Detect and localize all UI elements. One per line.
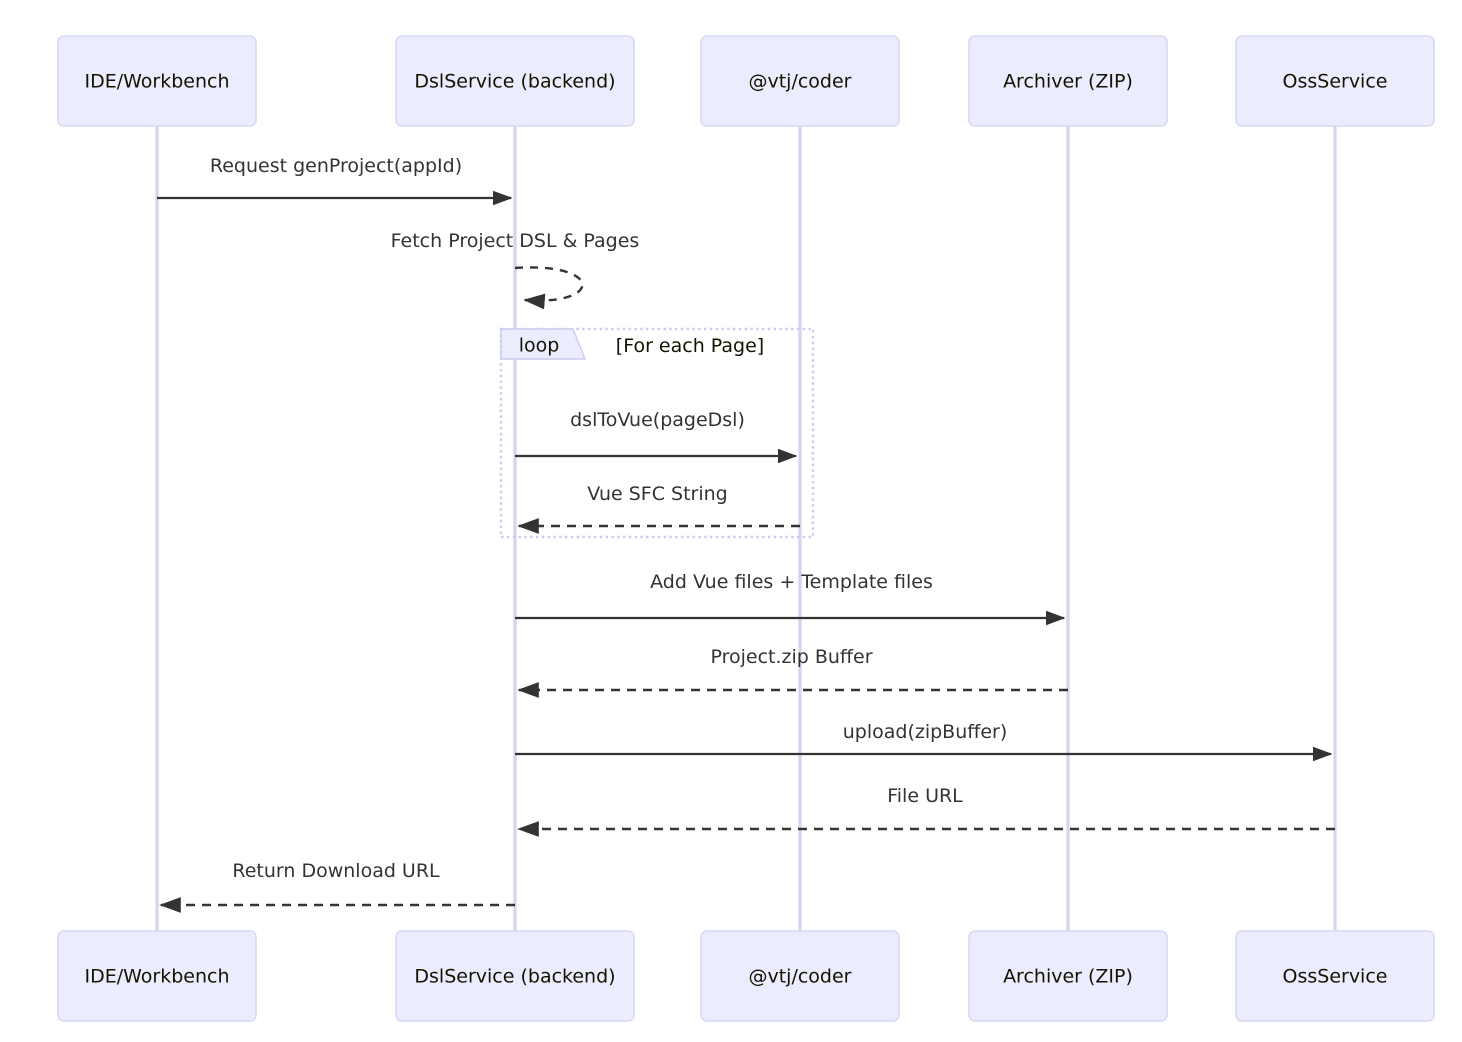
fragment-loop: loop [For each Page] xyxy=(499,327,815,539)
participant-box xyxy=(700,35,900,127)
participant-box xyxy=(395,35,635,127)
message-label: Vue SFC String xyxy=(587,483,727,505)
participant-oss-top[interactable]: OssService xyxy=(1235,35,1435,127)
message-label: Project.zip Buffer xyxy=(710,646,872,668)
lifelines-group xyxy=(155,126,1337,931)
participant-label: DslService (backend) xyxy=(414,966,615,988)
participant-archiver-bottom[interactable]: Archiver (ZIP) xyxy=(968,930,1168,1022)
actors-top-group: IDE/Workbench DslService (backend) @vtj/co… xyxy=(57,35,1435,127)
participant-coder-top[interactable]: @vtj/coder xyxy=(700,35,900,127)
participant-ide-top[interactable]: IDE/Workbench xyxy=(57,35,257,127)
participant-label: OssService xyxy=(1283,71,1388,93)
fragment-border xyxy=(499,327,815,539)
participant-coder-bottom[interactable]: @vtj/coder xyxy=(700,930,900,1022)
message-m1: Request genProject(appId) xyxy=(157,155,513,206)
fragments-group: loop [For each Page] xyxy=(499,327,815,539)
participant-box xyxy=(700,930,900,1022)
participant-label: Archiver (ZIP) xyxy=(1003,71,1133,93)
participant-archiver-top[interactable]: Archiver (ZIP) xyxy=(968,35,1168,127)
fragment-tag-shape xyxy=(500,328,587,360)
participant-box xyxy=(1235,930,1435,1022)
participant-label: DslService (backend) xyxy=(414,71,615,93)
message-label: upload(zipBuffer) xyxy=(843,721,1008,743)
actors-bottom-group: IDE/Workbench DslService (backend) @vtj/co… xyxy=(57,930,1435,1022)
fragment-condition-label: [For each Page] xyxy=(616,335,764,357)
message-m5: Add Vue files + Template files xyxy=(515,571,1066,626)
participant-box xyxy=(968,930,1168,1022)
message-m4: Vue SFC String xyxy=(517,483,800,534)
fragment-tag-label: loop xyxy=(519,335,560,357)
participant-dsl-bottom[interactable]: DslService (backend) xyxy=(395,930,635,1022)
participant-box xyxy=(1235,35,1435,127)
message-m6: Project.zip Buffer xyxy=(517,646,1068,698)
message-label: File URL xyxy=(887,785,963,807)
participant-box xyxy=(395,930,635,1022)
message-label: Return Download URL xyxy=(232,860,440,882)
message-label: dslToVue(pageDsl) xyxy=(570,409,745,431)
participant-label: Archiver (ZIP) xyxy=(1003,966,1133,988)
participant-box xyxy=(57,35,257,127)
message-m2: Fetch Project DSL & Pages xyxy=(391,230,640,310)
participant-oss-bottom[interactable]: OssService xyxy=(1235,930,1435,1022)
message-m3: dslToVue(pageDsl) xyxy=(515,409,798,464)
participant-box xyxy=(968,35,1168,127)
participant-label: @vtj/coder xyxy=(748,966,851,988)
participant-label: OssService xyxy=(1283,966,1388,988)
participant-label: IDE/Workbench xyxy=(84,966,229,988)
participant-label: @vtj/coder xyxy=(748,71,851,93)
participant-label: IDE/Workbench xyxy=(84,71,229,93)
message-m9: Return Download URL xyxy=(159,860,515,913)
message-label: Request genProject(appId) xyxy=(210,155,462,177)
participant-box xyxy=(57,930,257,1022)
message-m7: upload(zipBuffer) xyxy=(515,721,1333,762)
message-label: Fetch Project DSL & Pages xyxy=(391,230,640,252)
message-m8: File URL xyxy=(517,785,1335,837)
participant-dsl-top[interactable]: DslService (backend) xyxy=(395,35,635,127)
participant-ide-bottom[interactable]: IDE/Workbench xyxy=(57,930,257,1022)
messages-group: Request genProject(appId) Fetch Project D… xyxy=(157,155,1335,913)
message-label: Add Vue files + Template files xyxy=(650,571,933,593)
self-message-arrow xyxy=(514,266,584,310)
